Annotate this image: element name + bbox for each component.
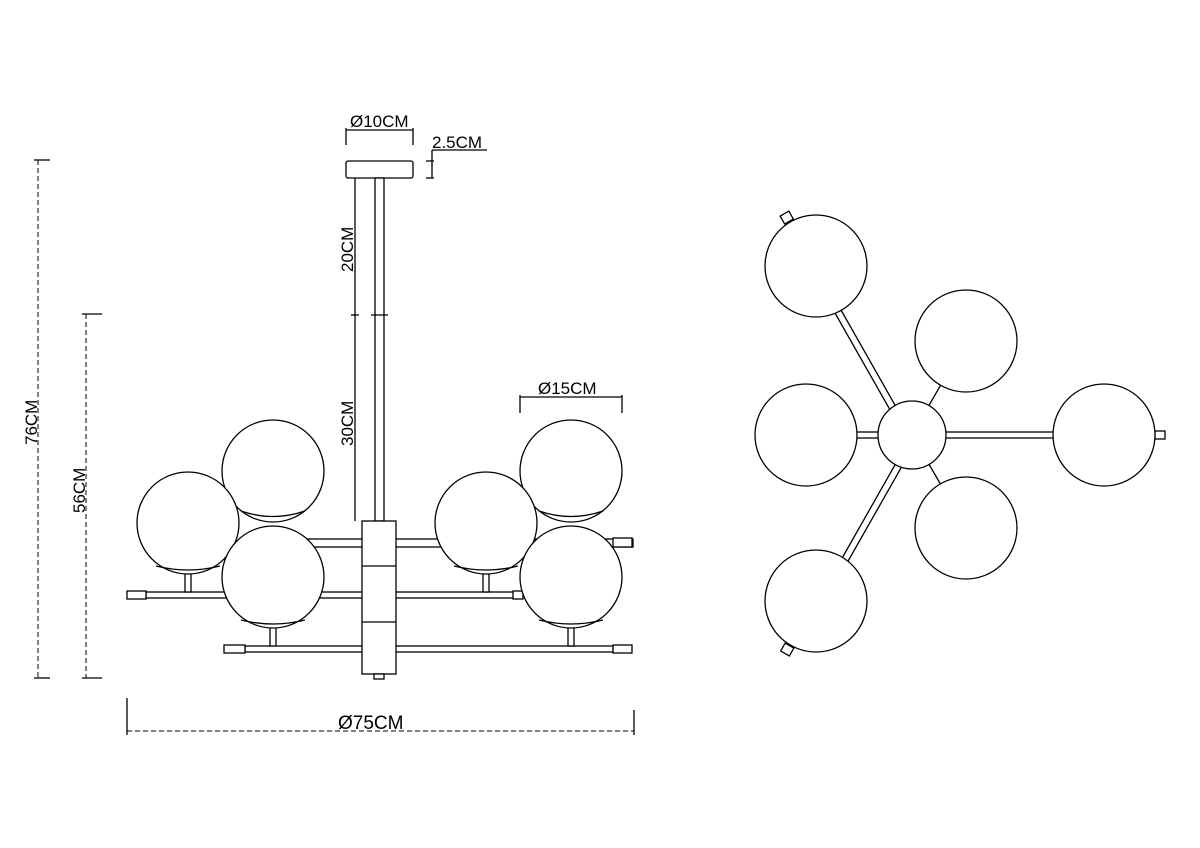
arm-middle (145, 591, 517, 599)
arm-cap (779, 210, 795, 225)
globe-stem (269, 626, 277, 647)
body-height-label: 56CM (70, 468, 89, 513)
globe-stem (184, 572, 192, 593)
globe (519, 419, 623, 523)
globe (136, 471, 240, 575)
globe-stem (567, 626, 575, 647)
top-view (754, 210, 1166, 657)
arm-cap (126, 590, 147, 600)
total-height-label: 76CM (22, 400, 41, 445)
globe (519, 525, 623, 629)
rod-upper-label: 20CM (338, 227, 357, 272)
rod (374, 177, 385, 522)
globe (754, 383, 858, 487)
arm-cap (612, 537, 633, 548)
globe (434, 471, 538, 575)
arm-cap (612, 644, 633, 654)
globe (764, 549, 868, 653)
globe (914, 476, 1018, 580)
globe (1052, 383, 1156, 487)
arm-cap (779, 642, 795, 657)
globe (914, 289, 1018, 393)
side-view (126, 160, 634, 680)
arm-cap (1154, 430, 1166, 440)
rod-lower-label: 30CM (338, 401, 357, 446)
globe (221, 419, 325, 523)
arm-cap (512, 590, 524, 600)
canopy (345, 160, 414, 179)
globe (221, 525, 325, 629)
globe-stem (482, 572, 490, 593)
center-hub (877, 400, 947, 470)
canopy-height-label: 2.5CM (432, 133, 482, 152)
bottom-nub (373, 673, 385, 680)
globe-diameter-label: Ø15CM (538, 379, 597, 398)
globe (764, 214, 868, 318)
canopy-diameter-label: Ø10CM (350, 112, 409, 131)
center-body (361, 520, 397, 675)
dimension-lines: Ø10CM 2.5CM 20CM 30CM Ø15CM 76CM 56CM Ø7… (22, 112, 635, 735)
arm-cap (223, 644, 246, 654)
arm-bottom (244, 645, 614, 653)
total-diameter-label: Ø75CM (338, 713, 403, 734)
